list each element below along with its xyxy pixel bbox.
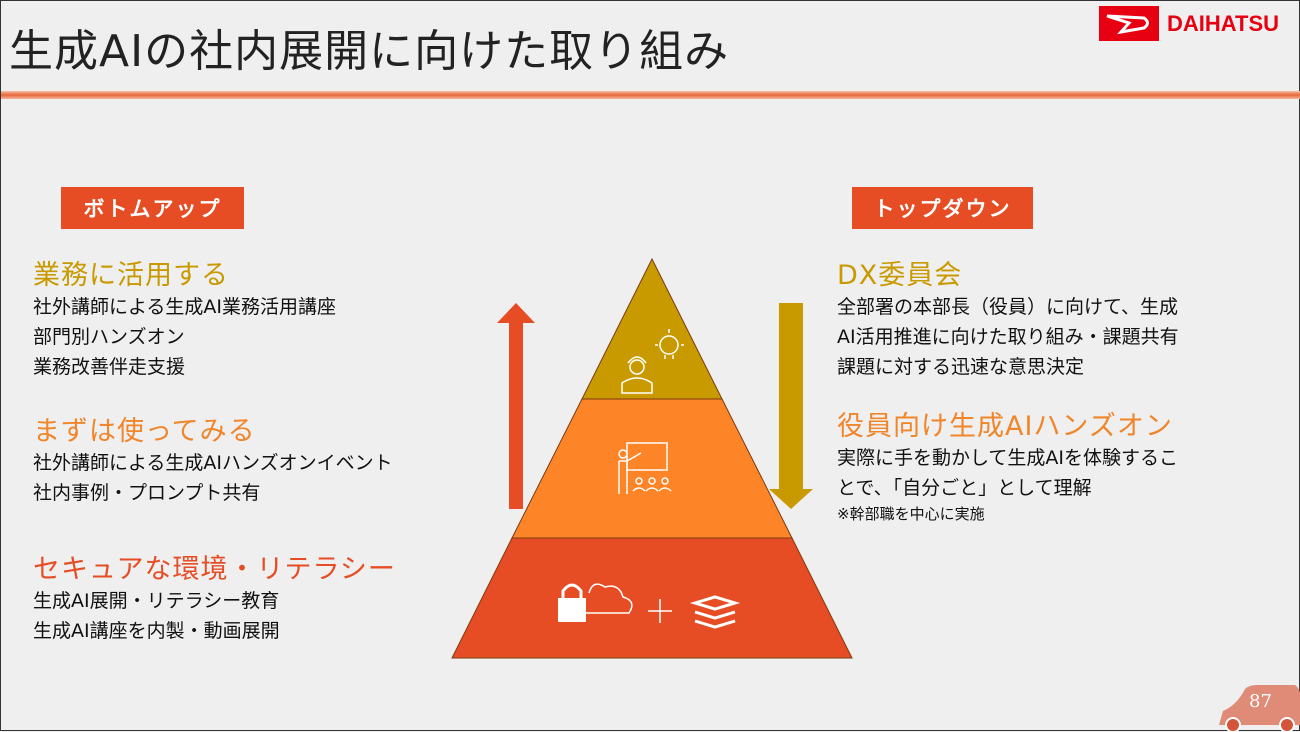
section-line: とで、「自分ごと」として理解 xyxy=(837,477,1092,499)
title-rule xyxy=(1,91,1300,99)
page-number: 87 xyxy=(1249,691,1272,712)
page-title: 生成AIの社内展開に向けた取り組み xyxy=(9,26,730,77)
left-section-2: まずは使ってみる 社外講師による生成AIハンズオンイベント 社内事例・プロンプト… xyxy=(33,409,393,508)
right-section-1: DX委員会 全部署の本部長（役員）に向けて、生成 AI活用推進に向けた取り組み・… xyxy=(837,253,1179,382)
section-line: 業務改善伴走支援 xyxy=(33,356,186,378)
left-section-1: 業務に活用する 社外講師による生成AI業務活用講座 部門別ハンズオン 業務改善伴… xyxy=(33,253,336,382)
lock-cloud-icon xyxy=(558,583,633,622)
section-line: 全部署の本部長（役員）に向けて、生成 xyxy=(837,296,1179,318)
books-icon xyxy=(689,595,741,629)
section-line: 生成AI講座を内製・動画展開 xyxy=(33,620,280,642)
section-note: ※幹部職を中心に実施 xyxy=(837,505,985,523)
up-arrow-icon xyxy=(497,303,535,509)
top-down-tag: トップダウン xyxy=(852,187,1033,229)
section-line: 社外講師による生成AIハンズオンイベント xyxy=(33,452,393,474)
presentation-icon xyxy=(618,442,672,494)
pyramid-top xyxy=(581,257,723,400)
daihatsu-logo: DAIHATSU xyxy=(1099,6,1279,41)
section-line: 課題に対する迅速な意思決定 xyxy=(837,356,1085,378)
section-heading: セキュアな環境・リテラシー xyxy=(33,554,396,585)
section-heading: DX委員会 xyxy=(837,260,963,291)
plus-icon xyxy=(648,599,672,623)
bottom-up-tag: ボトムアップ xyxy=(61,187,244,229)
down-arrow-icon xyxy=(769,303,813,509)
logo-text: DAIHATSU xyxy=(1167,10,1280,36)
section-line: AI活用推進に向けた取り組み・課題共有 xyxy=(837,326,1179,348)
section-heading: 役員向け生成AIハンズオン xyxy=(837,411,1173,442)
right-section-2: 役員向け生成AIハンズオン 実際に手を動かして生成AIを体験するこ とで、「自分… xyxy=(837,404,1178,524)
pyramid-bottom xyxy=(451,537,853,659)
section-heading: 業務に活用する xyxy=(33,260,229,291)
section-line: 社内事例・プロンプト共有 xyxy=(33,482,261,504)
car-page-badge xyxy=(1219,685,1300,732)
section-line: 部門別ハンズオン xyxy=(33,326,185,348)
daihatsu-mark-icon xyxy=(1099,6,1159,41)
left-section-3: セキュアな環境・リテラシー 生成AI展開・リテラシー教育 生成AI講座を内製・動… xyxy=(33,547,396,646)
section-line: 実際に手を動かして生成AIを体験するこ xyxy=(837,447,1179,469)
section-line: 社外講師による生成AI業務活用講座 xyxy=(33,296,337,318)
worker-idea-icon xyxy=(621,329,684,394)
section-heading: まずは使ってみる xyxy=(33,416,256,447)
pyramid-middle xyxy=(511,398,793,539)
section-line: 生成AI展開・リテラシー教育 xyxy=(33,590,280,612)
